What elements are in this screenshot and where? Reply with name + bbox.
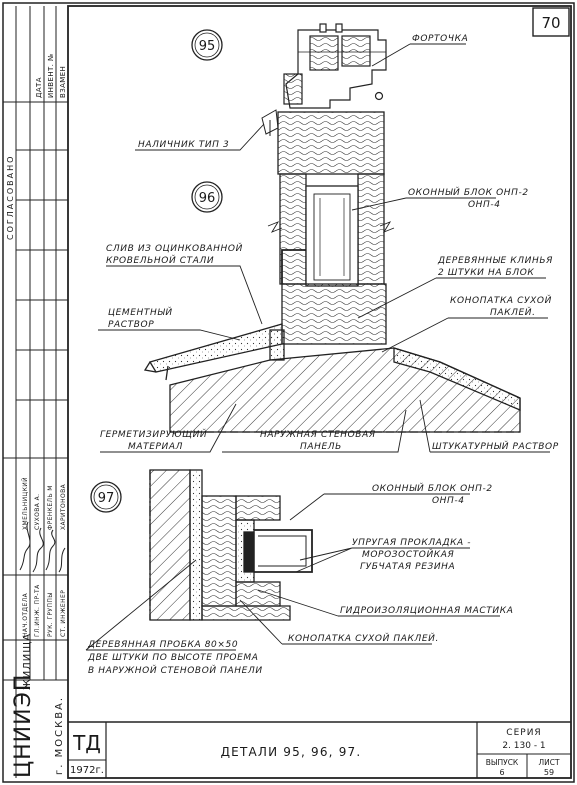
sill-drip (143, 323, 283, 381)
side-name-1: ХМЕЛЬНИЦКИЙ (22, 477, 29, 530)
title-block (68, 721, 571, 778)
org-suffix: ЖИЛИЩА (22, 633, 33, 690)
side-vzamen: ВЗАМЕН (59, 66, 67, 98)
side-name-3: ФРЕНКЕЛЬ М (47, 485, 54, 530)
label-konopatka-97: КОНОПАТКА СУХОЙ ПАКЛЕЙ. (288, 632, 439, 644)
label-probka-c: В НАРУЖНОЙ СТЕНОВОЙ ПАНЕЛИ (88, 664, 263, 676)
side-st-inzh: СТ. ИНЖЕНЕР (60, 590, 67, 637)
tb-vypusk-label: ВЫПУСК (486, 758, 519, 767)
tb-list-value: 59 (544, 768, 554, 777)
label-okonny-blok-96-b: ОНП-4 (468, 200, 501, 210)
label-prokladka-b: МОРОЗОСТОЙКАЯ (362, 548, 454, 560)
org-city: г. МОСКВА. (54, 696, 65, 775)
signature-2 (32, 527, 44, 573)
label-prokladka-a: УПРУГАЯ ПРОКЛАДКА - (352, 538, 471, 548)
label-panel-b: ПАНЕЛЬ (300, 442, 342, 452)
annotations: ФОРТОЧКА НАЛИЧНИК ТИП 3 ОКОННЫЙ БЛОК ОНП… (87, 34, 559, 676)
label-cement-b: РАСТВОР (108, 320, 154, 330)
signature-4 (58, 547, 66, 573)
detail-97-number: 97 (98, 491, 115, 506)
balloon-97 (90, 481, 122, 513)
side-stamp (3, 6, 68, 778)
label-cement-a: ЦЕМЕНТНЫЙ (108, 306, 173, 318)
label-germet-b: МАТЕРИАЛ (128, 442, 183, 452)
tb-seria-label: СЕРИЯ (506, 728, 541, 738)
org-name: ЦНИИЭП (11, 674, 36, 778)
tb-list-label: ЛИСТ (538, 758, 559, 767)
side-name-4: ХАРИТОНОВА (60, 483, 67, 530)
label-panel-a: НАРУЖНАЯ СТЕНОВАЯ (260, 430, 376, 440)
label-probka-a: ДЕРЕВЯННАЯ ПРОБКА 80×50 (87, 640, 238, 650)
side-data: ДАТА (35, 77, 43, 98)
balloon-95 (191, 29, 223, 61)
signature-1 (19, 521, 31, 571)
label-klinya-b: 2 ШТУКИ НА БЛОК (438, 268, 534, 278)
label-mastika: ГИДРОИЗОЛЯЦИОННАЯ МАСТИКА (340, 606, 514, 616)
label-shtuk: ШТУКАТУРНЫЙ РАСТВОР (432, 440, 559, 452)
signature-3 (45, 529, 56, 571)
side-soglasovano: СОГЛАСОВАНО (6, 155, 15, 240)
label-sliv-a: СЛИВ ИЗ ОЦИНКОВАННОЙ (106, 242, 243, 254)
label-okonny-blok-97-b: ОНП-4 (432, 496, 465, 506)
label-okonny-blok-97-a: ОКОННЫЙ БЛОК ОНП-2 (372, 482, 493, 494)
window-block-97 (201, 495, 313, 621)
leader-lines (85, 43, 550, 651)
window-block-96 (267, 111, 395, 361)
label-konopatka-b: ПАКЛЕЙ. (490, 306, 536, 318)
tb-year: 1972г. (70, 765, 104, 776)
balloon-96 (191, 181, 223, 213)
label-probka-b: ДВЕ ШТУКИ ПО ВЫСОТЕ ПРОЕМА (87, 653, 259, 663)
side-name-2: СУХОВА А. (34, 494, 41, 530)
label-okonny-blok-96-a: ОКОННЫЙ БЛОК ОНП-2 (408, 186, 529, 198)
label-klinya-a: ДЕРЕВЯННЫЕ КЛИНЬЯ (437, 256, 553, 266)
tb-vypusk-value: 6 (499, 768, 504, 777)
label-prokladka-c: ГУБЧАТАЯ РЕЗИНА (360, 562, 455, 572)
inner-frame (67, 5, 572, 779)
label-sliv-b: КРОВЕЛЬНОЙ СТАЛИ (106, 254, 214, 266)
detail-96-number: 96 (199, 191, 216, 206)
tb-seria-value: 2. 130 - 1 (502, 741, 545, 751)
label-nalichnik: НАЛИЧНИК ТИП 3 (138, 140, 229, 150)
wall-panel-97 (149, 469, 203, 621)
side-stamp-text: ДАТА ИНВЕНТ. № ВЗАМЕН СОГЛАСОВАНО НАЧ.ОТ… (6, 53, 67, 778)
detail-95-number: 95 (199, 39, 216, 54)
side-ruk-gr: РУК. ГРУППЫ (47, 592, 54, 637)
wall-panel-96 (169, 347, 521, 433)
page-number-box (532, 7, 570, 37)
tb-td: ТД (72, 731, 101, 755)
side-gl-inzh: ГЛ.ИНЖ. ПР-ТА (34, 584, 41, 637)
nalichnik-trim (261, 109, 279, 136)
label-germet-a: ГЕРМЕТИЗИРУЮЩИЙ (100, 428, 207, 440)
tb-title: ДЕТАЛИ 95, 96, 97. (221, 745, 362, 759)
side-invent: ИНВЕНТ. № (47, 53, 55, 98)
label-fortochka: ФОРТОЧКА (412, 34, 468, 44)
fortochka-frame (283, 23, 387, 109)
page-number: 70 (541, 14, 560, 32)
side-nach-otdela: НАЧ.ОТДЕЛА (22, 592, 29, 637)
label-konopatka-a: КОНОПАТКА СУХОЙ (450, 294, 552, 306)
